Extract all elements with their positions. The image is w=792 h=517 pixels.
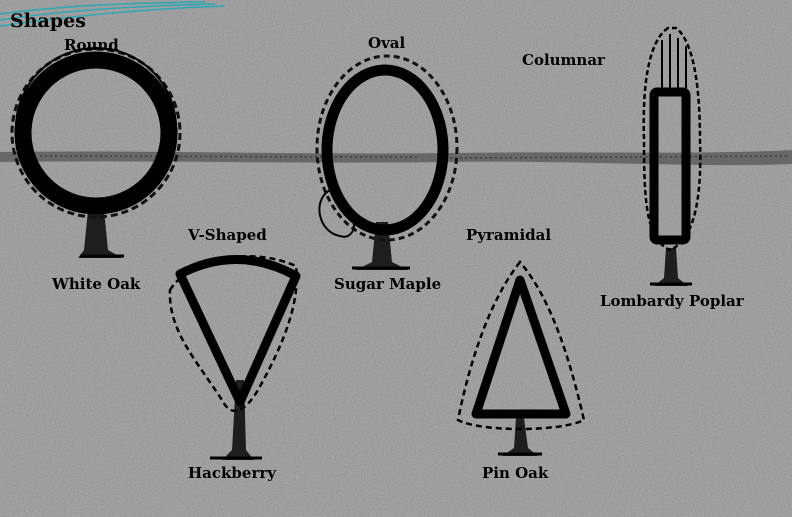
tree-label-white-oak: White Oak (52, 277, 140, 292)
tree-label-pin-oak: Pin Oak (482, 466, 548, 481)
tree-label-hackberry: Hackberry (188, 466, 276, 481)
shape-label-v-shaped: V-Shaped (188, 228, 267, 243)
shape-label-columnar: Columnar (522, 53, 605, 68)
page-title: Shapes (10, 12, 86, 31)
tree-label-sugar-maple: Sugar Maple (334, 277, 441, 292)
shape-label-round: Round (64, 38, 119, 53)
shape-label-oval: Oval (368, 36, 405, 51)
shape-label-pyramidal: Pyramidal (466, 228, 551, 243)
tree-label-lombardy-poplar: Lombardy Poplar (600, 294, 744, 309)
